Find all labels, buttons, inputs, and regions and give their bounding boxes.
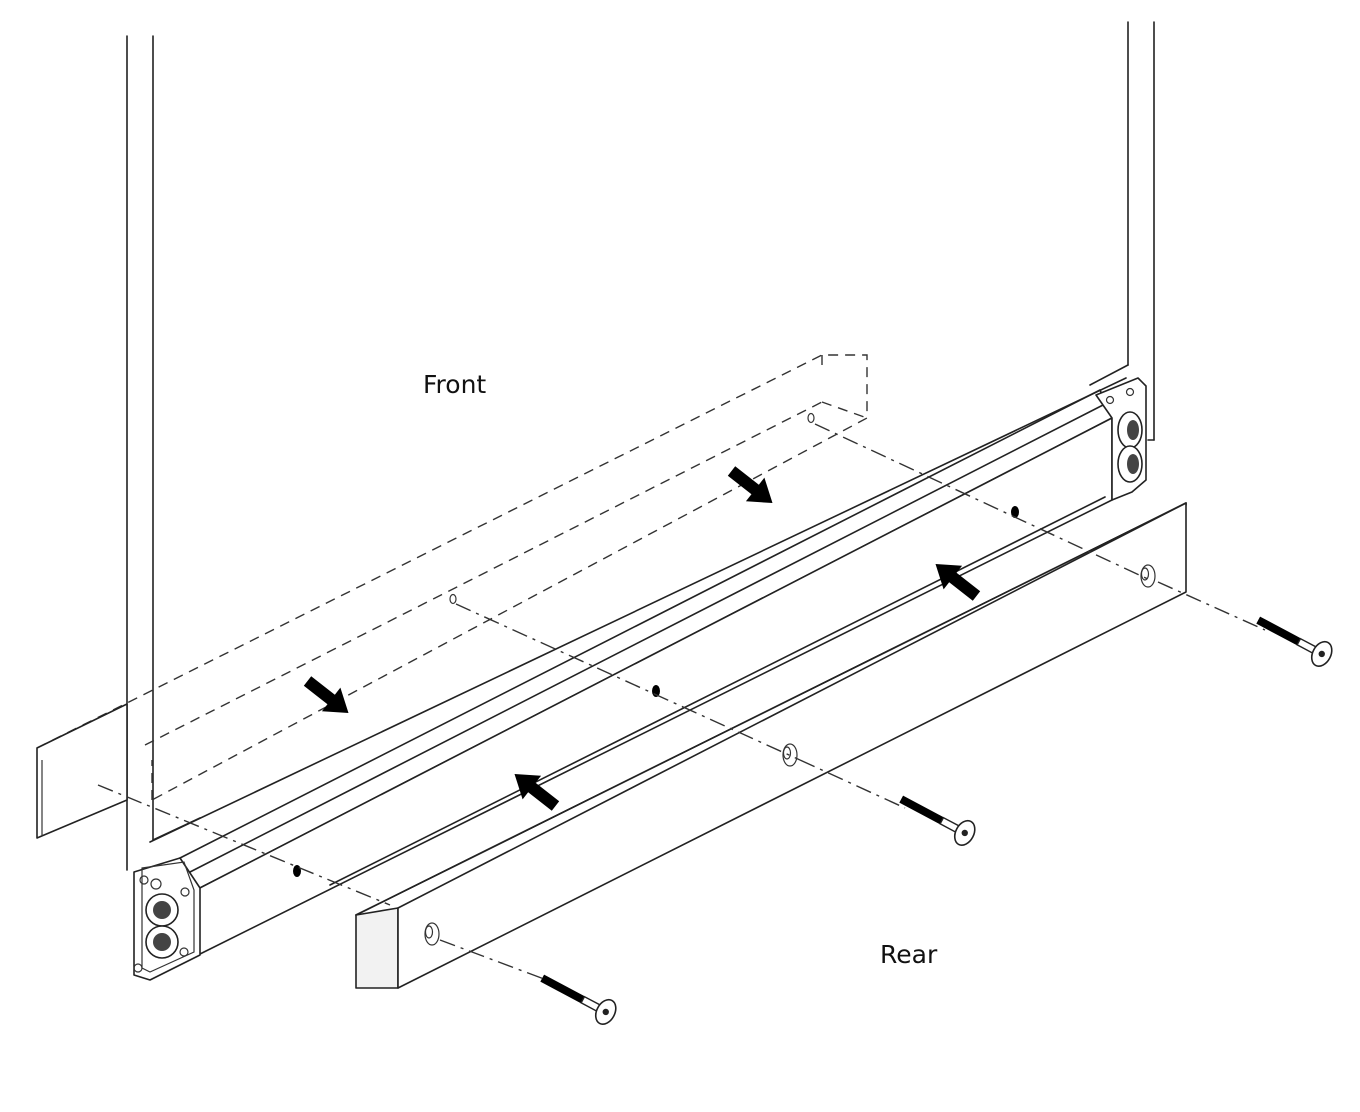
direction-arrow-icon	[722, 459, 782, 515]
roller-wheel-icon	[1117, 411, 1143, 483]
roller-assembly-right	[1095, 377, 1147, 501]
countersunk-screw-icon	[1251, 607, 1337, 671]
label-rear: Rear	[880, 940, 938, 969]
alignment-lines	[97, 423, 1266, 986]
main-rail	[149, 377, 1127, 956]
roller-assembly-left	[133, 857, 201, 981]
countersunk-screw-icon	[894, 786, 980, 850]
roller-wheel-icon	[145, 893, 179, 959]
front-rail-ghost	[36, 354, 868, 801]
front-bracket	[36, 703, 128, 839]
label-front: Front	[423, 370, 486, 399]
countersunk-screw-icon	[535, 965, 621, 1029]
rear-bar	[355, 502, 1187, 989]
